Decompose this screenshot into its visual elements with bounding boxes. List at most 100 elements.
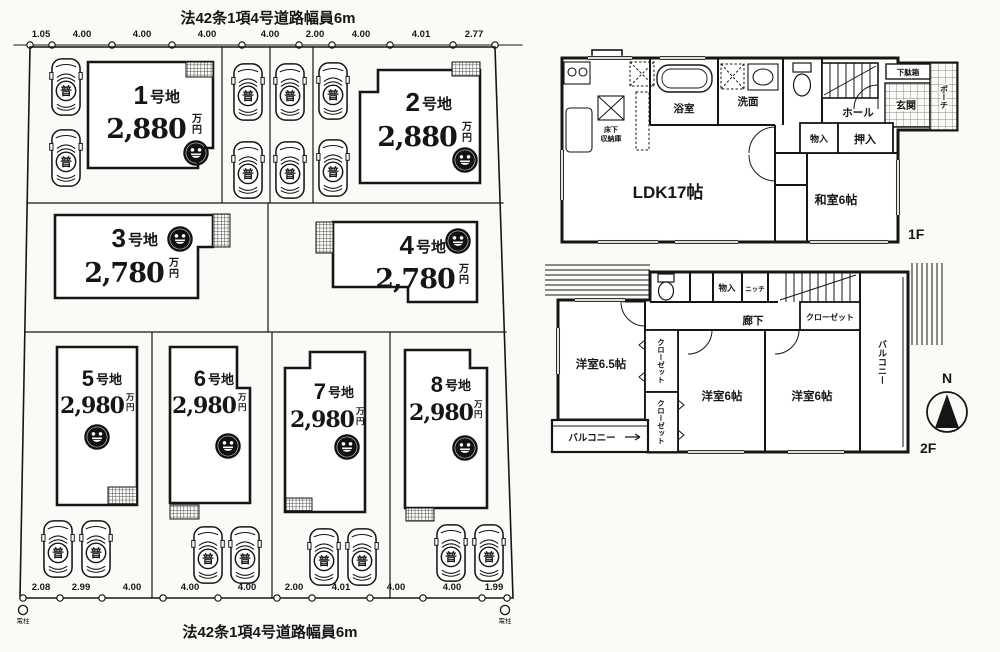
sun-stamp-icon	[215, 433, 241, 459]
dimension-label: 4.00	[123, 582, 142, 593]
dimension-label: 4.00	[181, 582, 200, 593]
unit-yen: 円	[126, 402, 135, 412]
door-swings-1f	[748, 84, 879, 182]
dimension-label: 4.00	[352, 29, 371, 40]
lot-suffix: 号地	[150, 88, 180, 106]
car-icon	[41, 520, 75, 578]
lot-5: 5 号地 2,980 万 円	[55, 345, 139, 507]
lot-suffix: 号地	[328, 385, 354, 400]
utility-pole-label: 電柱	[499, 616, 513, 625]
house-outline	[403, 348, 489, 510]
unit-man: 万	[125, 392, 135, 402]
room-label-west: 洋室6.5帖	[576, 357, 627, 371]
room-label-genkan: 玄関	[896, 99, 916, 112]
unit-man: 万	[355, 406, 365, 416]
lot-price: 2,980	[60, 393, 125, 419]
road-label-bottom: 法42条1項4号道路幅員6m	[182, 623, 357, 641]
bifold-marks	[638, 339, 685, 441]
bottom-dimension-markers	[19, 594, 511, 602]
roof-hatch-left	[545, 264, 650, 296]
car-icon	[316, 62, 350, 120]
house-outline	[283, 350, 367, 514]
lot-price: 2,880	[106, 114, 186, 145]
car-icon	[231, 141, 265, 199]
car-icon	[49, 58, 83, 116]
sun-stamp-icon	[445, 228, 471, 254]
unit-yen: 円	[474, 409, 483, 419]
dimension-label: 2.77	[465, 29, 484, 40]
room-label-niche: ニッチ	[745, 285, 765, 293]
dimension-label: 2.99	[72, 582, 91, 593]
sun-stamp-icon	[167, 226, 193, 252]
site-boundary	[19, 46, 514, 599]
site-plan: 法42条1項4号道路幅員6m 1.05 4.00 4.00 4.00 4.00 …	[13, 9, 523, 641]
room-label-closet-tr: クローゼット	[806, 312, 854, 322]
room-label-underfloor-2: 収納庫	[601, 134, 622, 143]
dimension-label: 4.00	[261, 29, 280, 40]
bottom-dimension-labels: 2.08 2.99 4.00 4.00 4.00 2.00 4.01 4.00 …	[32, 582, 504, 593]
room-label-mono-2f: 物入	[718, 283, 736, 293]
unit-man: 万	[237, 392, 247, 402]
lot-4: 4 号地 2,780 万 円	[315, 220, 479, 304]
kitchen-counter	[563, 61, 593, 153]
unit-man: 万	[458, 263, 469, 275]
room-label-porch: ポーチ	[940, 84, 949, 109]
unit-man: 万	[461, 121, 472, 133]
car-icon	[231, 63, 265, 121]
room-label-closet-2: クローゼット	[656, 399, 665, 445]
toilet-1f	[792, 62, 812, 97]
lot-number: 4	[400, 230, 415, 260]
floor-label-1f: 1F	[908, 226, 925, 242]
room-label-oshiire: 押入	[854, 132, 876, 146]
underfloor-storage	[597, 95, 625, 121]
car-icon	[49, 129, 83, 187]
approach-hatch	[169, 504, 200, 520]
car-icon	[316, 139, 350, 197]
dimension-label: 2.00	[306, 29, 325, 40]
lot-3: 3 号地 2,780 万 円	[53, 213, 231, 300]
room-label-hall: ホール	[842, 107, 874, 119]
shoe-cabinet	[885, 63, 931, 80]
sun-stamp-icon	[183, 140, 209, 166]
room-label-underfloor-1: 床下	[604, 125, 618, 134]
genkan-floor	[884, 82, 931, 128]
car-icon	[434, 524, 468, 582]
closet-top-right	[799, 301, 861, 331]
unit-yen: 円	[192, 124, 202, 136]
lot-number: 3	[112, 223, 126, 253]
stairs-1f	[821, 62, 879, 99]
balcony-left	[550, 418, 650, 454]
windows-2f	[555, 297, 844, 455]
dimension-label: 4.00	[238, 582, 257, 593]
car-icon	[273, 63, 307, 121]
lot-number: 7	[314, 379, 326, 404]
lot-number: 1	[134, 80, 148, 110]
bathtub	[656, 64, 713, 93]
lot-price: 2,880	[377, 122, 457, 153]
unit-yen: 円	[169, 268, 179, 280]
dimension-label: 4.01	[412, 29, 431, 40]
lot-number: 8	[431, 372, 443, 397]
lot-number: 6	[194, 366, 206, 391]
lot-6: 6 号地 2,980 万 円	[168, 345, 252, 520]
compass-circle	[926, 391, 968, 433]
lot-1: 1 号地 2,880 万 円	[86, 60, 215, 170]
approach-hatch	[185, 61, 214, 78]
room-label-balcony-right: バルコニー	[877, 339, 887, 384]
lot-8: 8 号地 2,980 万 円	[403, 348, 489, 522]
stairs-2f	[779, 272, 857, 302]
room-label-wash: 洗面	[738, 95, 759, 108]
floor-label-2f: 2F	[920, 440, 937, 456]
car-icon	[228, 526, 262, 584]
roof-hatch-right	[911, 263, 943, 345]
unit-man: 万	[168, 257, 179, 269]
unit-yen: 円	[462, 132, 472, 144]
lot-suffix: 号地	[416, 238, 446, 256]
room-label-ldk: LDK17帖	[633, 182, 704, 202]
top-dimension-labels: 1.05 4.00 4.00 4.00 4.00 2.00 4.00 4.01 …	[32, 29, 484, 40]
room-label-mid: 洋室6帖	[702, 389, 743, 403]
room-label-washitsu: 和室6帖	[814, 192, 858, 207]
dimension-label: 4.00	[198, 29, 217, 40]
lot-2: 2 号地 2,880 万 円	[358, 61, 482, 185]
